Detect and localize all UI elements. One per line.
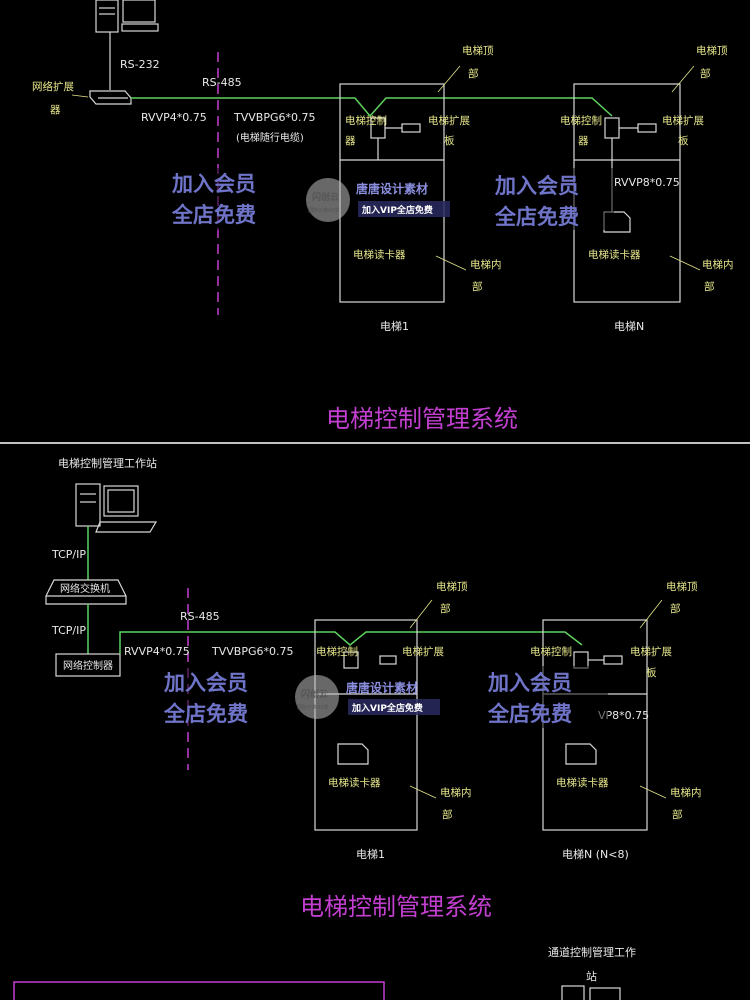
elevator-1-label-2: 电梯1: [356, 848, 385, 861]
cable1-label: RVVP4*0.75: [141, 111, 207, 124]
inner1-label-a: 电梯内: [470, 258, 502, 271]
inner1-label-2b: 部: [442, 808, 453, 821]
computer-icon: [95, 0, 159, 33]
switch-label: 网络交换机: [60, 582, 110, 595]
vip-2: 加入VIP全店免费: [351, 702, 423, 714]
cable2-label: TVVBPG6*0.75: [233, 111, 315, 124]
tcpip-label-1: TCP/IP: [51, 548, 86, 561]
top2-label-b: 部: [700, 67, 711, 80]
reader2-label: 电梯读卡器: [588, 248, 641, 261]
inner2-label-b: 部: [704, 280, 715, 293]
ext1-label-2: 电梯扩展: [402, 645, 444, 658]
brand-1: 唐唐设计素材: [356, 181, 428, 196]
station-computer-icon: [561, 985, 621, 1000]
ctrl1-label-a: 电梯控制: [345, 114, 387, 127]
promo-b-3: 全店免费: [163, 702, 248, 726]
logo-text-2: 闪创云: [301, 688, 328, 700]
inner2-label-2a: 电梯内: [670, 786, 702, 799]
logo-text-1: 闪创云: [312, 191, 339, 203]
station-label-a: 通道控制管理工作: [548, 945, 636, 959]
inner1-label-b: 部: [472, 280, 483, 293]
station-label-b: 站: [586, 969, 597, 983]
top2-label-a: 电梯顶: [696, 44, 728, 57]
ctrl2-label-2: 电梯控制: [530, 645, 572, 658]
top2-label-2a: 电梯顶: [666, 580, 698, 593]
rs485-label: RS-485: [202, 76, 242, 89]
promo-b-1: 全店免费: [171, 203, 256, 227]
reader1-label-2: 电梯读卡器: [328, 776, 381, 789]
controller-label: 网络控制器: [63, 659, 113, 672]
ext2-label-2a: 电梯扩展: [630, 645, 672, 658]
reader1-label: 电梯读卡器: [353, 248, 406, 261]
ctrl1-label-b: 器: [345, 135, 356, 147]
diagram-2: 电梯控制管理工作站 TCP/IP 网络交换机 TCP/IP 网络控制器 RS-4…: [45, 456, 702, 921]
top1-label-2a: 电梯顶: [436, 580, 468, 593]
ctrl2-label-b: 器: [578, 135, 589, 147]
ext1-label-b: 板: [444, 134, 455, 147]
watermark-2: 加入会员 全店免费 加入会员 全店免费 闪创云 国际分类43类 唐唐设计素材 加…: [152, 666, 608, 728]
cable2-label-2: TVVBPG6*0.75: [211, 645, 293, 658]
diagram-3: 通道控制管理工作 站: [13, 945, 636, 1000]
brand-2: 唐唐设计素材: [346, 680, 418, 695]
workstation-computer-icon: [75, 483, 158, 533]
ctrl1-label-2: 电梯控制: [316, 645, 358, 658]
vip-1: 加入VIP全店免费: [361, 204, 433, 216]
top1-label-a: 电梯顶: [462, 44, 494, 57]
elevator-1-label: 电梯1: [380, 320, 409, 333]
watermark-1: 加入会员 全店免费 加入会员 全店免费 闪创云 国际分类43类 唐唐设计素材 加…: [160, 168, 614, 230]
promo-b-2: 全店免费: [494, 205, 579, 229]
network-controller-box: [55, 653, 121, 677]
diagram-2-title: 电梯控制管理系统: [300, 893, 492, 921]
ext2-label-a: 电梯扩展: [662, 114, 704, 127]
promo-a-1: 加入会员: [171, 172, 256, 196]
inner1-label-2a: 电梯内: [440, 786, 472, 799]
rs232-label: RS-232: [120, 58, 160, 71]
inner2-label-2b: 部: [672, 808, 683, 821]
ext1-label-a: 电梯扩展: [428, 114, 470, 127]
diagram-1: RS-232 网络扩展 器 RS-485 RVVP4*0.75 TVVBPG6*…: [32, 0, 734, 433]
reader2-label-2: 电梯读卡器: [556, 776, 609, 789]
rs485-label-2: RS-485: [180, 610, 220, 623]
promo-a-4: 加入会员: [487, 671, 572, 695]
elevator-n-label: 电梯N: [614, 320, 644, 333]
ext2-label-2b: 板: [646, 666, 657, 679]
logo-sub-1: 国际分类43类: [308, 207, 339, 214]
net-ext-label-a: 网络扩展: [32, 80, 74, 93]
logo-circle-2: [295, 675, 339, 719]
logo-sub-2: 国际分类43类: [297, 704, 328, 711]
cable3-label-2: VP8*0.75: [598, 709, 649, 722]
top1-label-b: 部: [468, 67, 479, 80]
diagram-1-title: 电梯控制管理系统: [326, 405, 518, 433]
cable3-label: RVVP8*0.75: [614, 176, 680, 189]
tcpip-label-2: TCP/IP: [51, 624, 86, 637]
cable1-label-2: RVVP4*0.75: [124, 645, 190, 658]
promo-a-2: 加入会员: [494, 174, 579, 198]
cable2-note: (电梯随行电缆): [236, 131, 304, 144]
network-switch-icon: [45, 579, 127, 605]
elevator-n-label-2: 电梯N (N<8): [562, 848, 629, 861]
ext2-label-b: 板: [678, 134, 689, 147]
net-ext-label-b: 器: [50, 104, 61, 116]
promo-a-3: 加入会员: [163, 671, 248, 695]
promo-b-4: 全店免费: [487, 702, 572, 726]
network-expander-icon: [89, 90, 132, 105]
inner2-label-a: 电梯内: [702, 258, 734, 271]
top2-label-2b: 部: [670, 602, 681, 615]
ctrl2-label-a: 电梯控制: [560, 114, 602, 127]
workstation-label: 电梯控制管理工作站: [58, 456, 157, 470]
logo-circle: [306, 178, 350, 222]
top1-label-2b: 部: [440, 602, 451, 615]
